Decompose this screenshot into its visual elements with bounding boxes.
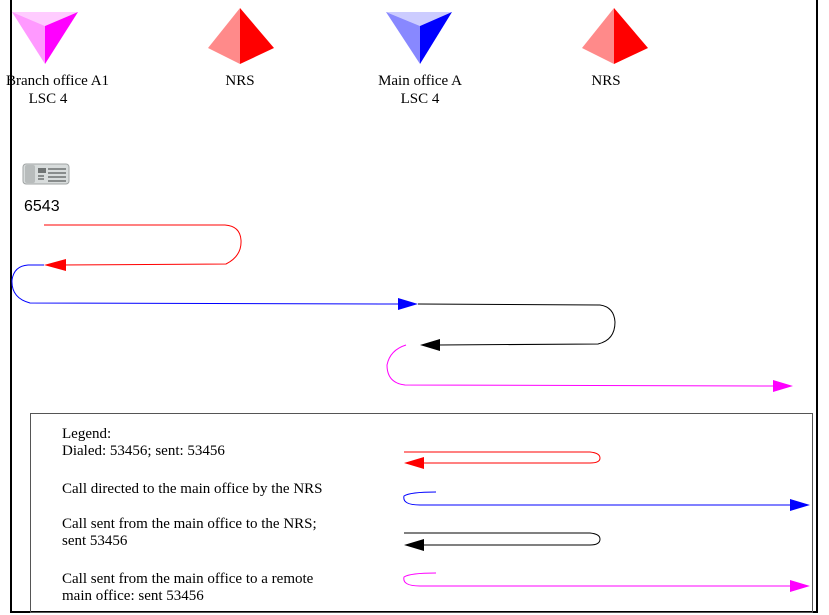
- nrs-label: NRS: [571, 72, 641, 90]
- main-office-lsc: LSC 4: [400, 91, 440, 107]
- nrs-icon: [582, 8, 648, 64]
- nrs-label: NRS: [205, 72, 275, 90]
- legend-arrow-blue: [403, 491, 810, 511]
- telephone-icon: [22, 163, 70, 185]
- branch-office-label: Branch office A1 LSC 4: [6, 72, 110, 108]
- branch-office-name: Branch office A1: [6, 73, 110, 89]
- legend-item-text: Call sent from the main office to the NR…: [62, 516, 317, 549]
- legend-item-text: Dialed: 53456; sent: 53456: [62, 443, 225, 459]
- legend-arrow-magenta: [403, 572, 810, 592]
- flow-arrow-magenta: [386, 344, 793, 392]
- legend-item-text: Call directed to the main office by the …: [62, 481, 323, 497]
- main-office-name: Main office A: [378, 73, 462, 89]
- phone-number: 6543: [24, 198, 60, 215]
- flow-arrow-blue: [11, 264, 418, 310]
- legend-item-text: Call sent from the main office to a remo…: [62, 571, 314, 604]
- legend-title: Legend:: [62, 426, 112, 442]
- legend-arrow-black: [404, 532, 601, 551]
- nrs-name: NRS: [591, 73, 621, 89]
- legend-arrow-red: [404, 451, 601, 469]
- nrs-icon: [208, 8, 274, 64]
- branch-office-icon: [12, 12, 78, 64]
- flow-arrow-black: [417, 303, 616, 351]
- main-office-icon: [386, 12, 452, 64]
- nrs-name: NRS: [225, 73, 255, 89]
- branch-office-lsc: LSC 4: [28, 91, 68, 107]
- main-office-label: Main office A LSC 4: [365, 72, 475, 108]
- legend-box: [30, 413, 813, 613]
- flow-arrow-red: [44, 224, 242, 271]
